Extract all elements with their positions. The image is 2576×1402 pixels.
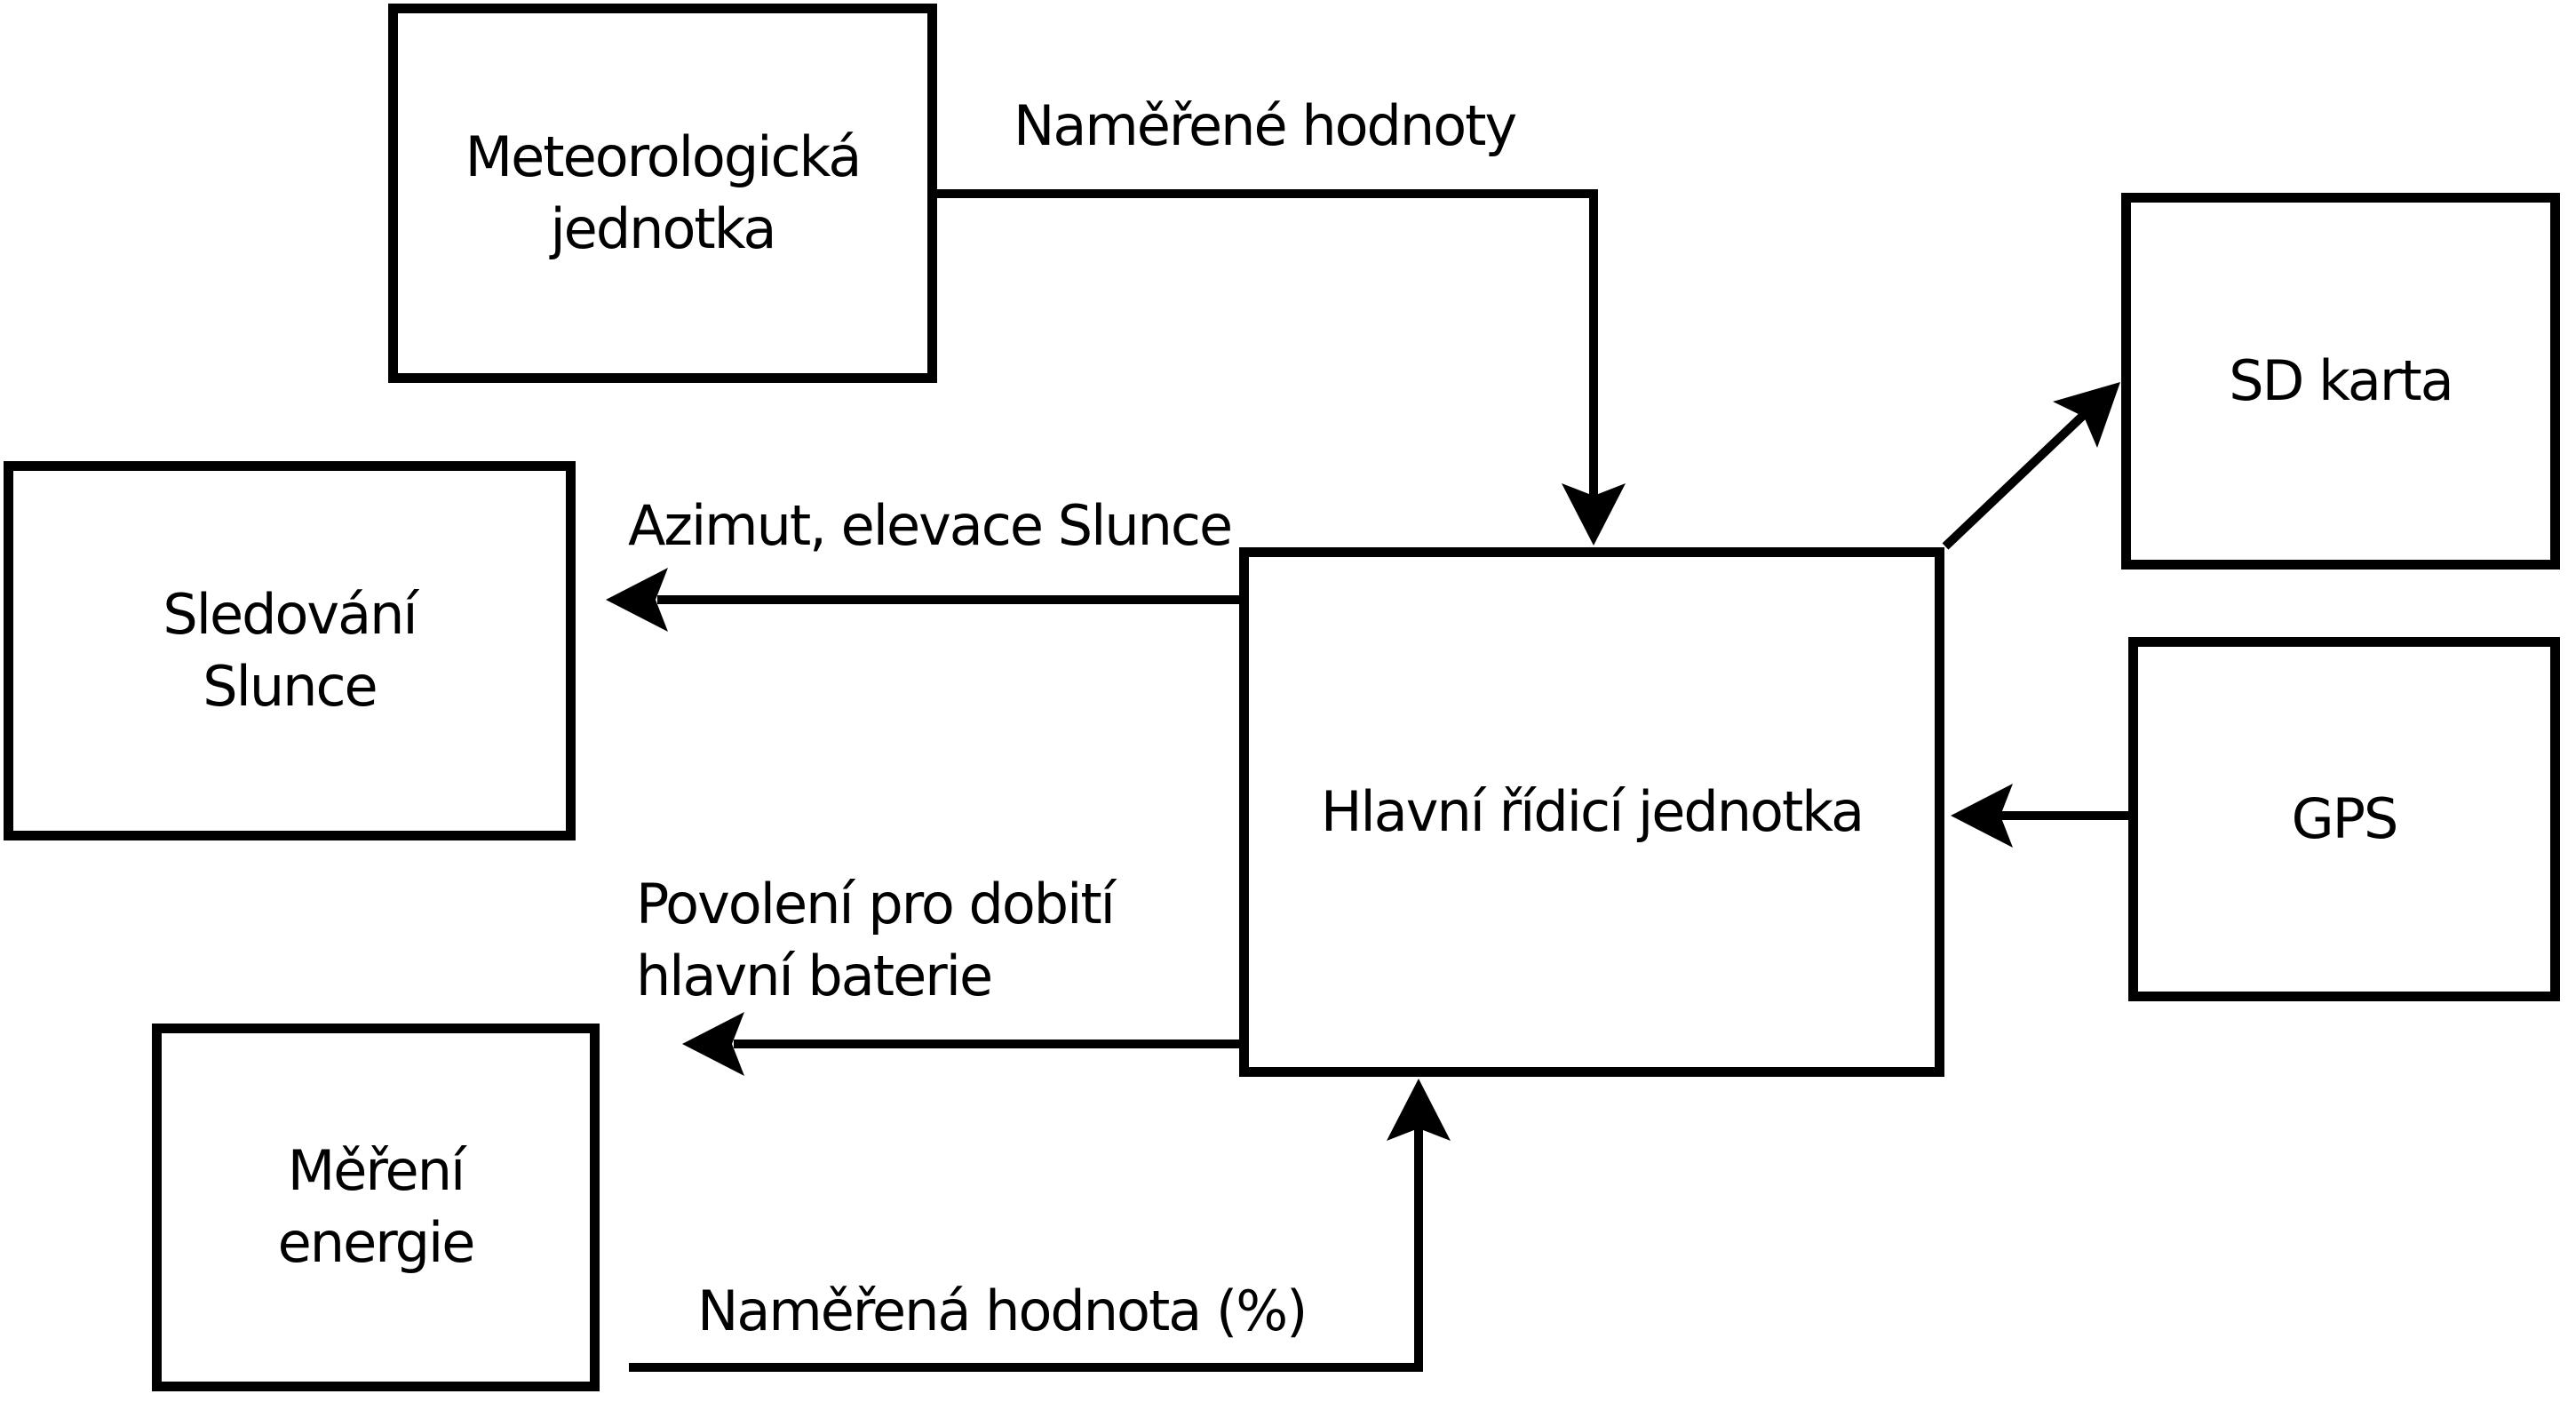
edge-meteo-to-hlavni-arrowhead (1562, 483, 1626, 546)
edge-meteo-to-hlavni-line (936, 189, 1598, 500)
edge-mereni-to-hlavni (629, 1079, 1451, 1372)
edge-mereni-to-hlavni-line (629, 1127, 1423, 1372)
box-sd-karta: SD karta (2121, 193, 2560, 570)
edge-meteo-to-hlavni (936, 189, 1626, 546)
box-mereni-energie: Měření energie (152, 1024, 600, 1391)
edge-mereni-to-hlavni-arrowhead (1387, 1079, 1451, 1141)
box-mereni-energie-label: Měření energie (277, 1138, 476, 1275)
edge-hlavni-povoleni-arrowhead (682, 1012, 744, 1076)
box-gps-label: GPS (2291, 785, 2399, 851)
box-sledovani-slunce-label: Sledování Slunce (163, 581, 417, 719)
box-hlavni-ridici-jednotka: Hlavní řídicí jednotka (1239, 547, 1944, 1077)
edge-hlavni-to-sledovani-arrowhead (606, 568, 668, 632)
edge-label-namerene-hodnoty: Naměřené hodnoty (1014, 93, 1517, 158)
edge-label-azimut-elevace-slunce: Azimut, elevace Slunce (628, 493, 1233, 558)
box-hlavni-ridici-jednotka-label: Hlavní řídicí jednotka (1320, 778, 1864, 844)
box-meteorologicka-jednotka-label: Meteorologická jednotka (465, 123, 863, 261)
box-meteorologicka-jednotka: Meteorologická jednotka (388, 4, 937, 383)
edge-label-namerena-hodnota: Naměřená hodnota (%) (697, 1279, 1308, 1343)
edge-hlavni-to-sd-line (1942, 406, 2093, 550)
box-sd-karta-label: SD karta (2229, 347, 2453, 413)
edge-label-povoleni-pro-dobiti: Povolení pro dobití hlavní baterie (636, 872, 1116, 1008)
box-sledovani-slunce: Sledování Slunce (4, 461, 576, 840)
box-gps: GPS (2128, 637, 2560, 1001)
edge-gps-to-hlavni (1951, 784, 2128, 848)
edge-hlavni-povoleni (682, 1012, 1242, 1076)
edge-hlavni-to-sd (1942, 382, 2120, 550)
edge-hlavni-to-sledovani (606, 568, 1242, 632)
edge-hlavni-to-sd-arrowhead (2053, 382, 2120, 448)
edge-gps-to-hlavni-arrowhead (1951, 784, 2013, 848)
